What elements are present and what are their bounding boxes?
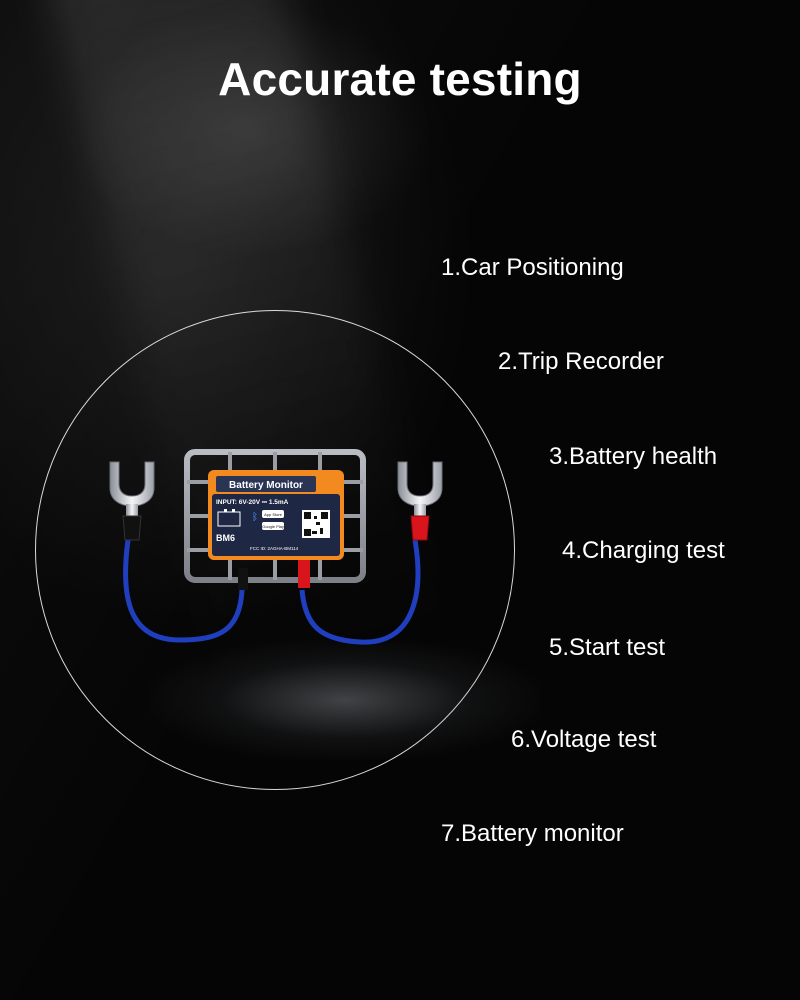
feature-item-trip-recorder: 2.Trip Recorder bbox=[498, 348, 664, 375]
feature-item-voltage-test: 6.Voltage test bbox=[511, 726, 657, 753]
qr-code bbox=[302, 510, 330, 538]
google-play-badge: Google Play bbox=[262, 524, 284, 529]
battery-monitor-product: Battery Monitor INPUT: 6V-20V ⎓ 1.5mA ᛒ … bbox=[109, 449, 443, 645]
black-lead-clamp bbox=[238, 568, 248, 590]
red-lead-clamp bbox=[298, 560, 310, 588]
product-circle-outline bbox=[35, 310, 515, 790]
blue-wire-right bbox=[299, 539, 421, 645]
feature-item-charging-test: 4.Charging test bbox=[562, 537, 725, 564]
device-input-spec: INPUT: 6V-20V ⎓ 1.5mA bbox=[216, 499, 289, 506]
feature-item-battery-health: 3.Battery health bbox=[549, 443, 718, 470]
feature-item-battery-monitor: 7.Battery monitor bbox=[441, 820, 624, 847]
feature-item-car-positioning: 1.Car Positioning bbox=[441, 254, 624, 281]
device-fcc-id: FCC ID: 2AGHA-BM114 bbox=[250, 546, 299, 551]
device-body: Battery Monitor INPUT: 6V-20V ⎓ 1.5mA ᛒ … bbox=[208, 470, 344, 560]
black-fork-terminal bbox=[109, 461, 155, 541]
device-model: BM6 bbox=[216, 533, 235, 543]
bluetooth-icon: ᛒ bbox=[252, 512, 258, 523]
page-title: Accurate testing bbox=[218, 53, 582, 105]
blue-wire-left bbox=[123, 539, 245, 643]
feature-item-start-test: 5.Start test bbox=[549, 634, 666, 661]
red-fork-terminal bbox=[397, 461, 443, 541]
app-store-badge: App Store bbox=[264, 512, 283, 517]
device-label: Battery Monitor bbox=[229, 480, 303, 491]
